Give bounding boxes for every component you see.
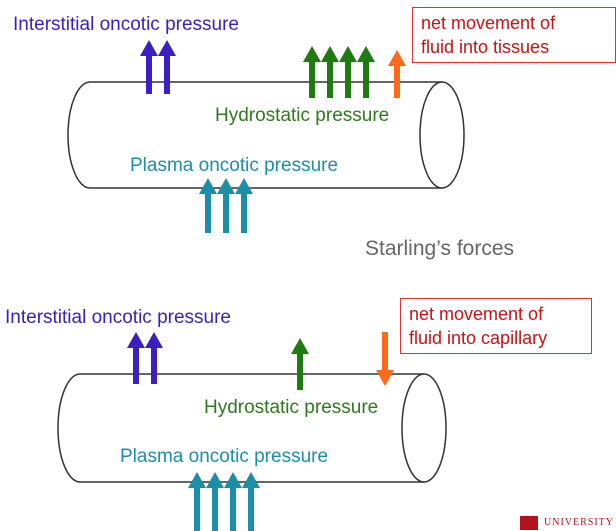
panel1-net-line2: fluid into tissues [421, 37, 550, 57]
panel2-interstitial-arrows [127, 332, 163, 384]
panel2-net-arrow [376, 332, 394, 386]
panel1-net-arrow [388, 50, 406, 98]
panel1-plasma-arrows [199, 178, 253, 233]
diagram-title: Starling’s forces [365, 237, 515, 260]
panel1-interstitial-label: Interstitial oncotic pressure [13, 14, 239, 35]
panel2-interstitial-label: Interstitial oncotic pressure [5, 307, 231, 328]
panel2-net-line1: net movement of [409, 304, 544, 324]
university-logo-text: UNIVERSITY [544, 517, 614, 528]
panel2-hydrostatic-label: Hydrostatic pressure [204, 397, 379, 418]
university-logo: UNIVERSITY [520, 514, 616, 531]
panel1-net-movement-box: net movement of fluid into tissues [412, 7, 616, 63]
panel1-net-line1: net movement of [421, 13, 556, 33]
panel2-plasma-arrows [188, 472, 260, 531]
panel2-plasma-label: Plasma oncotic pressure [120, 446, 329, 467]
panel2-net-line2: fluid into capillary [409, 328, 548, 348]
panel2-net-movement-box: net movement of fluid into capillary [400, 298, 592, 354]
panel2-hydrostatic-arrow [291, 338, 309, 390]
panel1-hydrostatic-arrows [303, 46, 375, 98]
panel1-interstitial-arrows [140, 40, 176, 94]
panel1-hydrostatic-label: Hydrostatic pressure [215, 105, 390, 126]
panel1-plasma-label: Plasma oncotic pressure [130, 155, 339, 176]
university-crest-icon [520, 515, 538, 530]
